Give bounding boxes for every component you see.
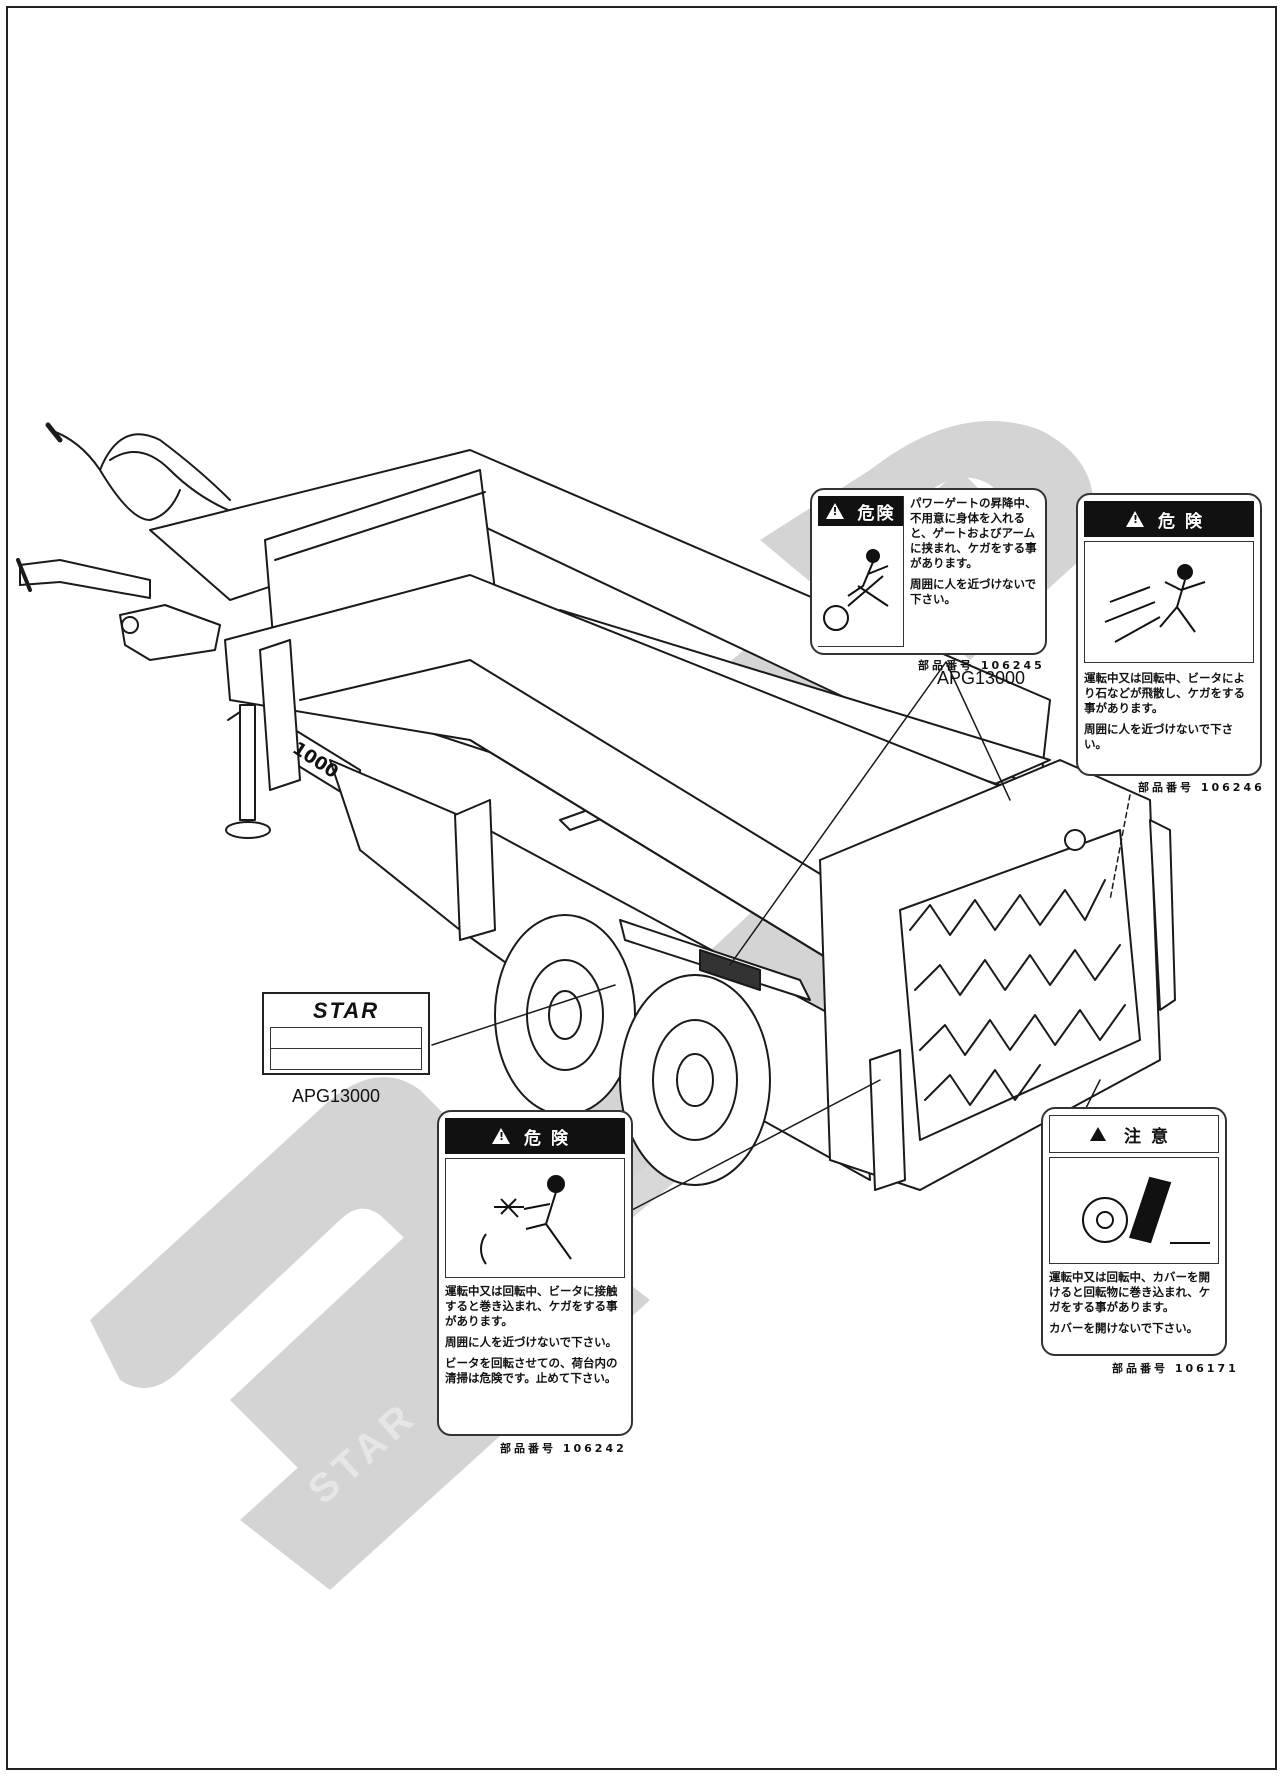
label-text-line: 周囲に人を近づけないで下さい。 [1084,722,1234,751]
warning-icon [1126,511,1144,527]
label-text-line: ビータを回転させての、荷台内の清掃は危険です。止めて下さい。 [445,1356,618,1385]
plate-slot-1 [270,1027,422,1049]
page-border [6,6,1277,1770]
label-text-line: 運転中又は回転中、カバーを開けると回転物に巻き込まれ、ケガをする事があります。 [1049,1270,1211,1314]
label-text-line: 周囲に人を近づけないで下さい。 [445,1335,618,1349]
label-text-line: カバーを開けないで下さい。 [1049,1321,1199,1335]
label-header: 危険 [445,1118,625,1154]
label-text-line: 周囲に人を近づけないで下さい。 [910,577,1037,606]
label-header: 危険 [818,496,903,526]
part-number: 部品番号 106245 [918,659,1045,672]
plate-slot-2 [270,1049,422,1070]
caution-icon [1090,1127,1106,1141]
beater-entanglement-icon [445,1158,625,1278]
logo-brand: STAR [312,997,380,1023]
part-number: 部品番号 106242 [500,1442,627,1455]
rotating-entanglement-icon [1049,1157,1219,1264]
callout-left: APG13000 [292,1086,381,1106]
part-number: 部品番号 106171 [1112,1362,1239,1375]
callout-top: APG13000 [937,668,1026,688]
gate-pinch-icon [818,526,903,647]
label-header: 危険 [1084,501,1254,537]
warning-icon [492,1128,510,1144]
warning-label-106242: 危険 運転中又は回転中、ビータに接触すると巻き込まれ、ケガをする事があります。 … [437,1110,633,1436]
warning-label-106246: 危険 運転中又は回転中、ビータにより石などが飛散し、ケガをする事があります。 周… [1076,493,1262,776]
label-text-line: 運転中又は回転中、ビータに接触すると巻き込まれ、ケガをする事があります。 [445,1284,618,1328]
caution-label-106171: 注意 運転中又は回転中、カバーを開けると回転物に巻き込まれ、ケガをする事がありま… [1041,1107,1227,1356]
label-text-line: パワーゲートの昇降中、不用意に身体を入れると、ゲートおよびアームに挟まれ、ケガを… [910,496,1037,570]
part-number: 部品番号 106246 [1138,781,1265,794]
warning-label-106245: 危険 パワーゲートの昇降中、不用意に身体を入れると、ゲートおよびアームに挟まれ、… [810,488,1047,655]
logo-plate: STAR [262,992,430,1075]
label-header: 注意 [1049,1115,1219,1153]
label-text-line: 運転中又は回転中、ビータにより石などが飛散し、ケガをする事があります。 [1084,671,1245,715]
flying-stones-icon [1084,541,1254,663]
warning-icon [825,503,844,519]
